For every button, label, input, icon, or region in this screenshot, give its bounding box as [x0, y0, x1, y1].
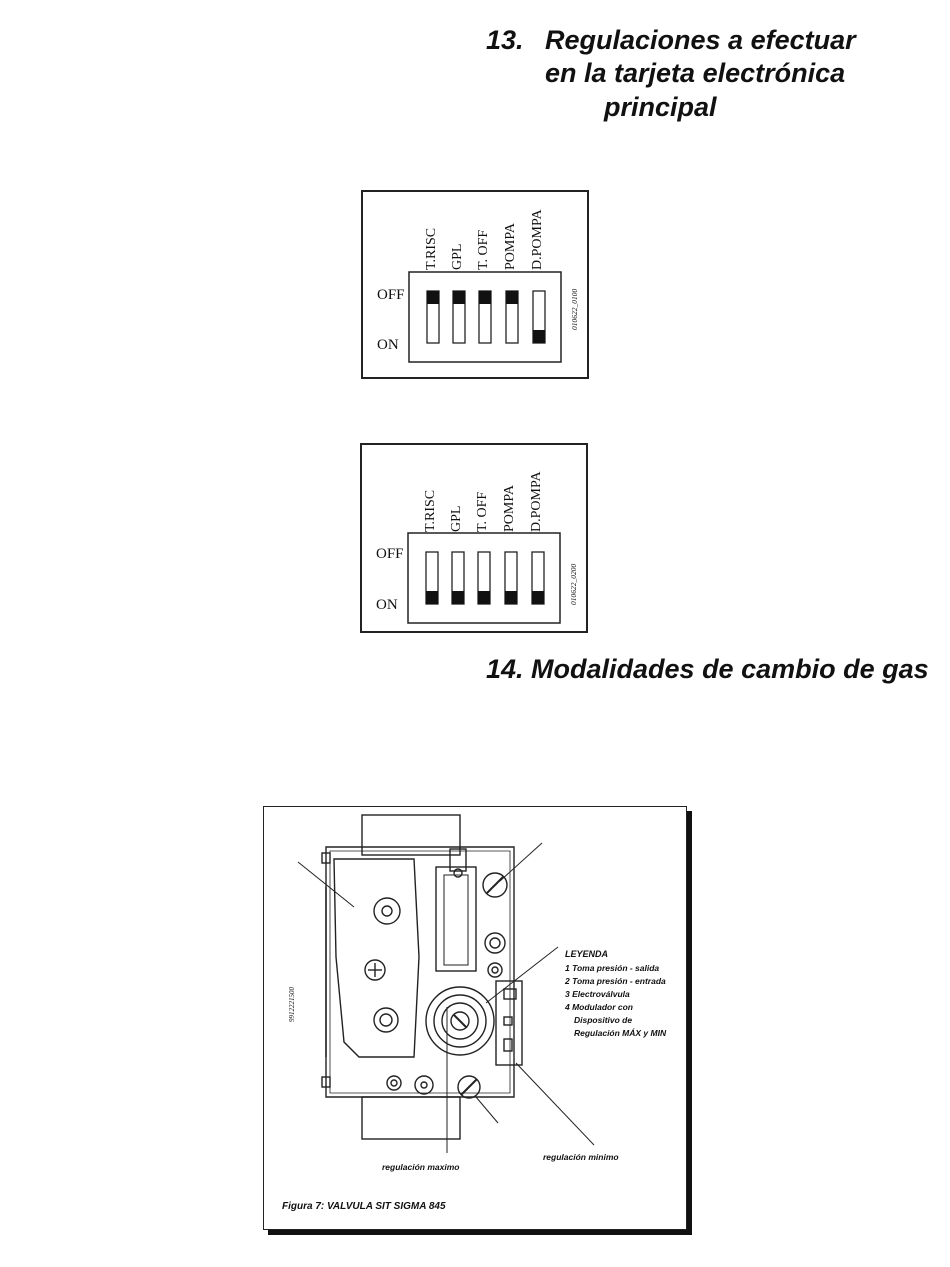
- plate-hole-bottom: [373, 1007, 399, 1033]
- dip1-label-t-risc: T.RISC: [424, 228, 439, 270]
- pressure-tap-top: [449, 848, 467, 872]
- dip2-off-label: OFF: [376, 546, 404, 562]
- dip1-switch-3-knob-off: [479, 291, 491, 304]
- coil-connector: [495, 980, 523, 1066]
- dip1-off-label: OFF: [377, 287, 405, 303]
- modulator-outer-ring: [425, 986, 495, 1056]
- valve-body: [325, 846, 515, 1098]
- dip2-label-t-risc: T.RISC: [423, 490, 438, 532]
- valve-bottom-pipe: [361, 1096, 461, 1140]
- dip-switch-diagram-2: T.RISC GPL T. OFF POMPA D.POMPA OFF ON 0…: [360, 443, 588, 633]
- legend-item-4c: Regulación MÁX y MIN: [574, 1028, 667, 1038]
- dip2-switch-4-knob-on: [505, 591, 517, 604]
- dip1-code: 010622_0100: [570, 289, 579, 331]
- legend-item-4b: Dispositivo de: [574, 1015, 632, 1025]
- leader-line-plate: [297, 861, 355, 908]
- leader-line-modulator: [485, 946, 559, 1004]
- dip2-on-label: ON: [376, 597, 398, 613]
- legend-title: LEYENDA: [565, 949, 608, 959]
- dip1-switch-1-knob-off: [427, 291, 439, 304]
- dip1-switch-2-knob-off: [453, 291, 465, 304]
- section-13-number: 13.: [486, 25, 524, 55]
- dip1-on-label: ON: [377, 337, 399, 353]
- figure-7-valve-diagram: LEYENDA 1 Toma presión - salida 2 Toma p…: [263, 806, 687, 1230]
- dip1-label-gpl: GPL: [450, 244, 465, 270]
- leader-line-outlet: [499, 842, 543, 882]
- dip-switch-diagram-1: T.RISC GPL T. OFF POMPA D.POMPA OFF ON 0…: [361, 190, 589, 379]
- cross-screw-icon: [364, 959, 386, 981]
- legend-item-1: 1 Toma presión - salida: [565, 963, 659, 973]
- electrovalve-connector: [435, 866, 477, 972]
- dip2-switch-3-knob-on: [478, 591, 490, 604]
- section-14-title: 14. Modalidades de cambio de gas: [486, 654, 929, 684]
- figure-side-code: 9912221500: [288, 987, 296, 1023]
- dip1-label-pompa: POMPA: [503, 222, 518, 270]
- dip2-label-gpl: GPL: [449, 506, 464, 532]
- valve-left-plate: [333, 858, 420, 1058]
- section-13-title-line2: en la tarjeta electrónica: [545, 58, 846, 88]
- section-13-title-line3: principal: [604, 92, 717, 122]
- dip2-switch-5-knob-on: [532, 591, 544, 604]
- dip2-switch-1-knob-on: [426, 591, 438, 604]
- legend-item-4: 4 Modulador con: [564, 1002, 633, 1012]
- leader-line-min: [515, 1062, 595, 1146]
- dip2-label-t-off: T. OFF: [475, 492, 490, 532]
- figure-caption: Figura 7: VALVULA SIT SIGMA 845: [282, 1201, 446, 1212]
- dip1-housing: [408, 271, 562, 363]
- dip1-label-t-off: T. OFF: [476, 230, 491, 270]
- pressure-outlet-screw-icon: [482, 872, 508, 898]
- modulator-adjust-screw-icon: [450, 1011, 470, 1031]
- label-regulation-min: regulación minimo: [543, 1152, 619, 1162]
- section-13-title-line1: Regulaciones a efectuar: [545, 25, 856, 55]
- dip1-switch-4-knob-off: [506, 291, 518, 304]
- dip2-housing: [407, 532, 561, 624]
- dip2-switch-2-knob-on: [452, 591, 464, 604]
- plate-hole-top: [373, 897, 401, 925]
- dip2-code: 010622_0200: [569, 564, 578, 606]
- dip1-switch-5-knob-on: [533, 330, 545, 343]
- legend-item-3: 3 Electroválvula: [565, 989, 630, 999]
- dip2-label-pompa: POMPA: [502, 484, 517, 532]
- label-regulation-max: regulación maximo: [382, 1162, 459, 1172]
- legend-item-2: 2 Toma presión - entrada: [564, 976, 666, 986]
- dip1-label-d-pompa: D.POMPA: [530, 209, 545, 270]
- regulation-min-screw-icon: [457, 1075, 481, 1099]
- dip2-label-d-pompa: D.POMPA: [529, 471, 544, 532]
- valve-top-pipe: [361, 814, 461, 856]
